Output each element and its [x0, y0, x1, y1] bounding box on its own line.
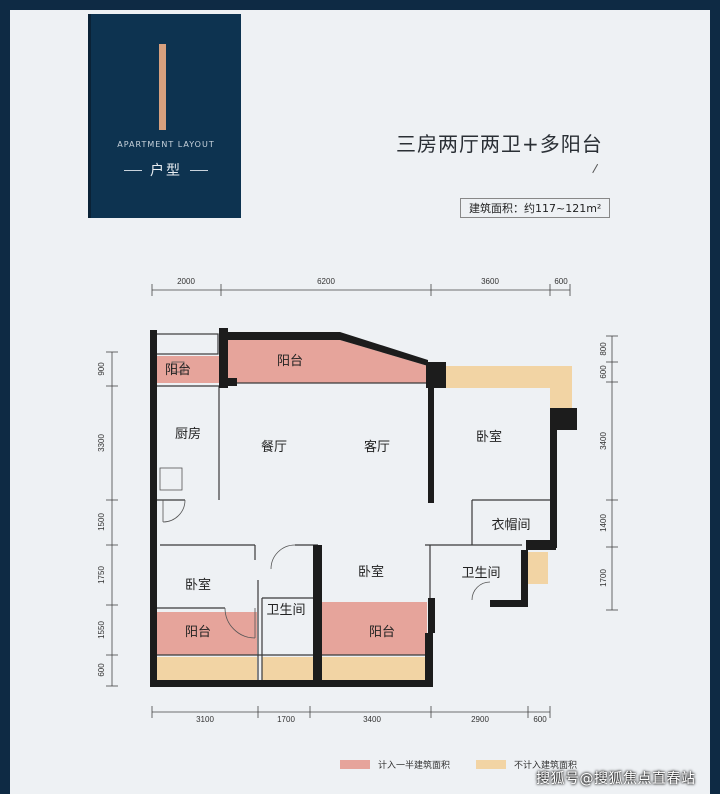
legend-swatch-excluded [476, 760, 506, 769]
badge-rule-left [124, 169, 142, 171]
dim-bottom-1: 3100 [196, 715, 214, 724]
wall-bottom [150, 680, 433, 687]
wall-top-diagonal [228, 332, 428, 366]
wall-bedroom-left [428, 388, 434, 503]
label-balcony-top: 阳台 [277, 354, 303, 369]
wall-pillar-top [426, 362, 446, 388]
label-living: 客厅 [364, 439, 390, 455]
dim-bottom-2: 1700 [277, 715, 295, 724]
dimension-labels-left: 900 3300 1500 1750 1550 600 [97, 362, 106, 677]
room-labels: 阳台 阳台 厨房 餐厅 客厅 卧室 衣帽间 卧室 卫生间 卧室 卫生间 阳台 阳… [165, 354, 531, 640]
wall-right [550, 430, 557, 548]
label-bedroom-left: 卧室 [185, 577, 211, 593]
fill-balcony-top [228, 340, 428, 383]
label-balcony-kitchen: 阳台 [165, 363, 191, 378]
room-fills [157, 340, 572, 683]
apartment-badge: APARTMENT LAYOUT 户型 [88, 14, 241, 218]
legend-label-excluded: 不计入建筑面积 [514, 761, 578, 771]
fill-balcony-kitchen [157, 356, 219, 383]
label-bath-mid: 卫生间 [266, 603, 305, 618]
dim-top-1: 2000 [177, 277, 195, 286]
dim-right-1: 800 [599, 342, 608, 356]
fill-balcony-mid [322, 602, 427, 655]
wall-mid-right [428, 598, 435, 633]
legend-label-half: 计入一半建筑面积 [378, 761, 451, 771]
dimension-lines [106, 284, 618, 718]
legend-half-area: 计入一半建筑面积 [340, 758, 450, 771]
dim-top-4: 600 [554, 277, 568, 286]
badge-rule-right [190, 169, 208, 171]
thin-walls [153, 333, 550, 683]
dim-bottom-3: 3400 [363, 715, 381, 724]
badge-label-cn: 户型 [150, 163, 182, 179]
label-bath-right: 卫生间 [461, 566, 500, 581]
door-swings [162, 499, 491, 639]
wall-pillar-right [550, 408, 577, 430]
dim-left-3: 1500 [97, 513, 106, 531]
fill-balcony-bath [528, 552, 548, 584]
label-bedroom-master: 卧室 [476, 429, 502, 445]
dimension-labels-top: 2000 6200 3600 600 [177, 277, 568, 286]
dim-left-5: 1550 [97, 621, 106, 639]
fill-balcony-left [157, 612, 257, 655]
dim-bottom-5: 600 [533, 715, 547, 724]
dim-top-3: 3600 [481, 277, 499, 286]
fill-balcony-right [446, 366, 572, 408]
wall-bath-bottom [490, 600, 528, 607]
fixtures [159, 361, 185, 491]
legend-excluded: 不计入建筑面积 [476, 758, 577, 771]
badge-label-en: APARTMENT LAYOUT [117, 140, 215, 149]
dim-left-1: 900 [97, 362, 106, 376]
dim-right-5: 1700 [599, 569, 608, 587]
layout-title: 三房两厅两卫+多阳台 [396, 132, 603, 156]
area-tag: 建筑面积：约117~121m² [460, 198, 611, 218]
wall-bath-mid [313, 545, 322, 687]
thick-walls [150, 328, 577, 687]
fill-terrace-right [322, 657, 427, 683]
dimension-labels-right: 800 600 3400 1400 1700 [599, 342, 608, 587]
fill-terrace-mid [262, 657, 314, 683]
legend-swatch-half [340, 760, 370, 769]
dim-bottom-4: 2900 [471, 715, 489, 724]
dim-right-4: 1400 [599, 514, 608, 532]
badge-label-row: 户型 [91, 160, 241, 180]
wall-bottom-right [425, 633, 433, 687]
label-dining: 餐厅 [261, 439, 287, 455]
wall-kitchen-balcony [219, 328, 228, 388]
dim-left-6: 600 [97, 663, 106, 677]
label-closet: 衣帽间 [491, 517, 530, 533]
dim-right-2: 600 [599, 365, 608, 379]
label-bedroom-mid: 卧室 [358, 564, 384, 580]
fill-terrace-left [157, 657, 257, 683]
label-kitchen: 厨房 [175, 426, 201, 442]
dim-top-2: 6200 [317, 277, 335, 286]
wall-closet-corner [526, 540, 556, 550]
wall-stub-a [219, 378, 237, 386]
badge-accent-bar [159, 44, 166, 130]
dim-left-4: 1750 [97, 566, 106, 584]
dimension-labels-bottom: 3100 1700 3400 2900 600 [196, 715, 547, 724]
wall-left [150, 330, 157, 686]
wall-bath-right [521, 550, 528, 604]
label-balcony-left: 阳台 [185, 625, 211, 640]
label-balcony-mid: 阳台 [369, 625, 395, 640]
watermark-text: 搜狐号@搜狐焦点直春站 [536, 771, 696, 787]
dim-left-2: 3300 [97, 434, 106, 452]
dim-right-3: 3400 [599, 432, 608, 450]
